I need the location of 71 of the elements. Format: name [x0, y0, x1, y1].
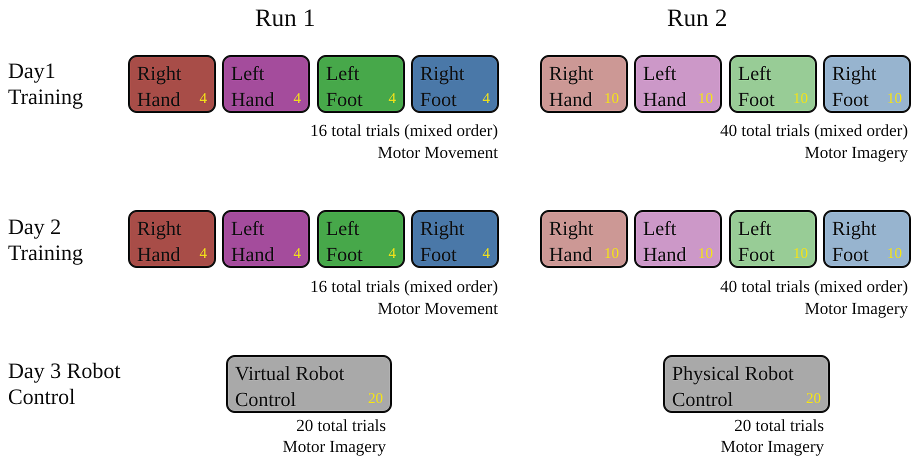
- condition-box: [540, 210, 628, 268]
- trial-count: 10: [604, 91, 619, 107]
- trial-count: 4: [294, 246, 301, 262]
- condition-box: [128, 55, 216, 113]
- condition-box: [729, 55, 817, 113]
- condition-name: Right Hand: [549, 62, 594, 113]
- trial-count: 4: [200, 246, 207, 262]
- trial-count: 20: [806, 391, 821, 407]
- trial-note: Motor Movement: [378, 142, 498, 163]
- condition-name: Left Foot: [738, 62, 776, 113]
- trial-count: 10: [698, 246, 713, 262]
- trial-count: 10: [793, 246, 808, 262]
- condition-box: [634, 55, 722, 113]
- trial-note: Motor Imagery: [720, 436, 824, 457]
- condition-name: Left Hand: [643, 217, 688, 268]
- condition-name: Virtual Robot Control: [235, 362, 346, 413]
- condition-name: Physical Robot Control: [672, 362, 795, 413]
- trial-note: Motor Movement: [378, 298, 498, 319]
- condition-box: [222, 210, 310, 268]
- trial-count: 10: [887, 91, 902, 107]
- trial-count: 10: [793, 91, 808, 107]
- trial-count: 20: [368, 391, 383, 407]
- condition-box: [411, 55, 499, 113]
- trial-count: 10: [698, 91, 713, 107]
- condition-box: [663, 355, 830, 413]
- trial-note: Motor Imagery: [804, 298, 908, 319]
- trial-note: 20 total trials: [734, 415, 824, 436]
- trial-count: 4: [294, 91, 301, 107]
- condition-name: Right Hand: [137, 62, 182, 113]
- row-heading: Day1 Training: [8, 58, 84, 110]
- condition-box: [226, 355, 392, 413]
- condition-box: [540, 55, 628, 113]
- condition-name: Right Foot: [420, 217, 466, 268]
- trial-count: 10: [887, 246, 902, 262]
- condition-box: [729, 210, 817, 268]
- trial-note: Motor Imagery: [282, 436, 386, 457]
- column-heading: Run 2: [667, 8, 728, 29]
- condition-name: Right Foot: [832, 217, 878, 268]
- condition-name: Left Hand: [231, 217, 276, 268]
- trial-count: 4: [482, 246, 490, 262]
- condition-name: Left Hand: [231, 62, 276, 113]
- condition-box: [411, 210, 499, 268]
- trial-note: Motor Imagery: [804, 142, 908, 163]
- condition-name: Left Hand: [643, 62, 688, 113]
- condition-name: Left Foot: [326, 217, 364, 268]
- condition-box: [128, 210, 216, 268]
- condition-name: Left Foot: [738, 217, 776, 268]
- condition-box: [222, 55, 310, 113]
- trial-note: 16 total trials (mixed order): [310, 120, 498, 141]
- condition-name: Right Hand: [137, 217, 182, 268]
- trial-count: 4: [482, 91, 490, 107]
- trial-count: 4: [388, 246, 396, 262]
- condition-box: [823, 55, 911, 113]
- trial-count: 4: [388, 91, 396, 107]
- trial-note: 40 total trials (mixed order): [720, 120, 908, 141]
- trial-count: 4: [200, 91, 207, 107]
- condition-name: Right Foot: [832, 62, 878, 113]
- row-heading: Day 3 Robot Control: [8, 358, 122, 410]
- trial-note: 20 total trials: [296, 415, 386, 436]
- trial-note: 16 total trials (mixed order): [310, 276, 498, 297]
- condition-box: [317, 55, 405, 113]
- condition-name: Left Foot: [326, 62, 364, 113]
- condition-box: [823, 210, 911, 268]
- condition-box: [317, 210, 405, 268]
- condition-name: Right Foot: [420, 62, 466, 113]
- row-heading: Day 2 Training: [8, 214, 84, 266]
- trial-count: 10: [604, 246, 619, 262]
- trial-note: 40 total trials (mixed order): [720, 276, 908, 297]
- condition-box: [634, 210, 722, 268]
- condition-name: Right Hand: [549, 217, 594, 268]
- column-heading: Run 1: [255, 8, 316, 29]
